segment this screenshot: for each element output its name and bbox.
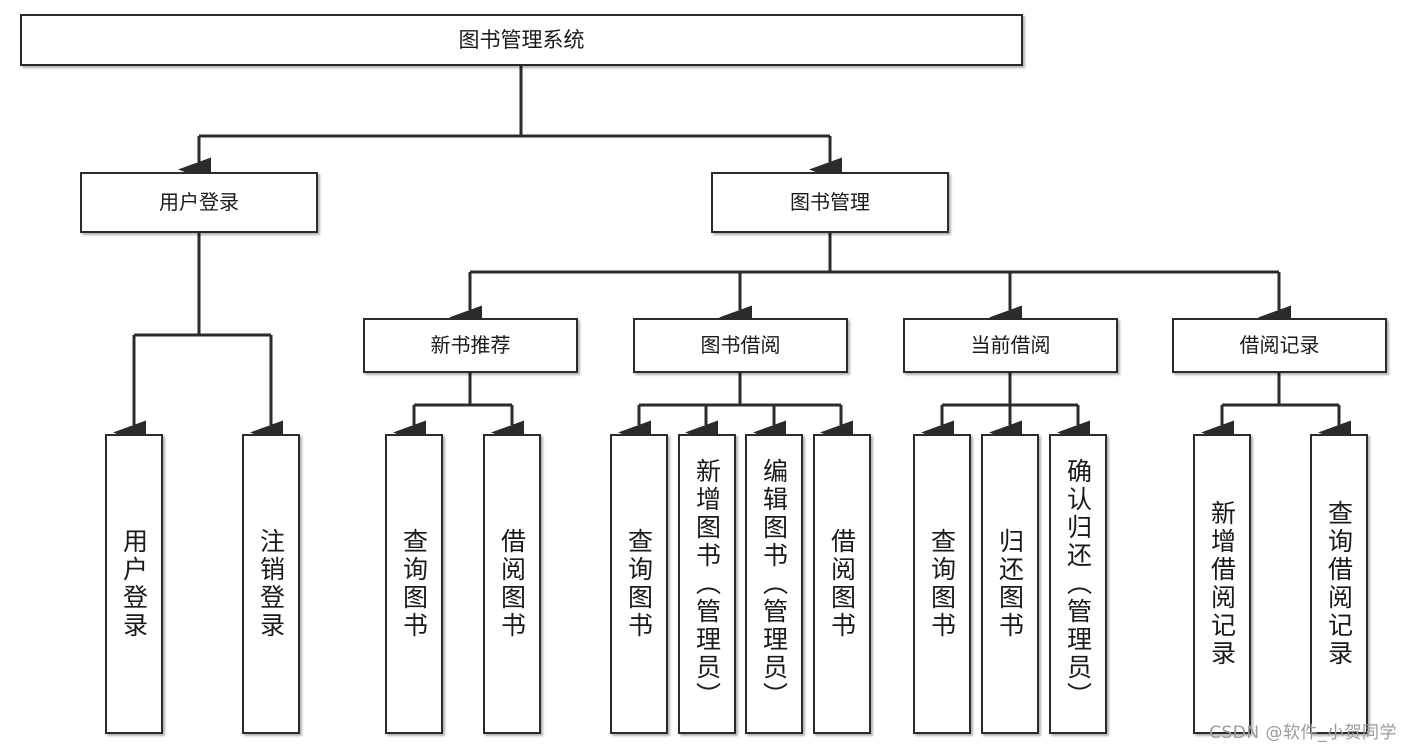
leaf-user-login-logout[interactable]: 注销登录 bbox=[242, 434, 300, 734]
node-user-login[interactable]: 用户登录 bbox=[80, 172, 318, 233]
node-label: 借阅图书 bbox=[497, 528, 527, 640]
node-borrow-record[interactable]: 借阅记录 bbox=[1172, 318, 1387, 373]
node-label: 用户登录 bbox=[119, 528, 149, 640]
node-label: 新书推荐 bbox=[430, 333, 511, 357]
node-label: 归还图书 bbox=[995, 528, 1025, 640]
node-label: 图书管理系统 bbox=[458, 27, 585, 52]
leaf-current-query-book[interactable]: 查询图书 bbox=[913, 434, 971, 734]
node-label: 查询借阅记录 bbox=[1324, 500, 1354, 668]
node-label: 借阅图书 bbox=[827, 528, 857, 640]
node-root-book-management-system[interactable]: 图书管理系统 bbox=[20, 14, 1023, 66]
node-label: 用户登录 bbox=[159, 190, 239, 214]
node-label: 查询图书 bbox=[624, 528, 654, 640]
leaf-borrow-query-book[interactable]: 查询图书 bbox=[610, 434, 668, 734]
node-label: 注销登录 bbox=[256, 528, 286, 640]
leaf-record-query-borrow-record[interactable]: 查询借阅记录 bbox=[1310, 434, 1368, 734]
node-label: 图书借阅 bbox=[700, 333, 781, 357]
node-label: 新增图书（管理员） bbox=[692, 458, 722, 710]
node-current-borrow[interactable]: 当前借阅 bbox=[903, 318, 1118, 373]
node-book-borrow[interactable]: 图书借阅 bbox=[633, 318, 848, 373]
leaf-current-return-book[interactable]: 归还图书 bbox=[981, 434, 1039, 734]
leaf-record-add-borrow-record[interactable]: 新增借阅记录 bbox=[1193, 434, 1251, 734]
node-label: 确认归还（管理员） bbox=[1063, 458, 1093, 710]
node-label: 图书管理 bbox=[790, 190, 870, 214]
node-label: 新增借阅记录 bbox=[1207, 500, 1237, 668]
leaf-borrow-borrow-book[interactable]: 借阅图书 bbox=[813, 434, 871, 734]
node-label: 查询图书 bbox=[927, 528, 957, 640]
leaf-current-confirm-return-admin[interactable]: 确认归还（管理员） bbox=[1049, 434, 1107, 734]
node-book-management[interactable]: 图书管理 bbox=[711, 172, 949, 233]
leaf-new-book-borrow-book[interactable]: 借阅图书 bbox=[483, 434, 541, 734]
node-label: 编辑图书（管理员） bbox=[759, 458, 789, 710]
node-label: 当前借阅 bbox=[970, 333, 1051, 357]
node-label: 查询图书 bbox=[399, 528, 429, 640]
leaf-new-book-query-book[interactable]: 查询图书 bbox=[385, 434, 443, 734]
node-new-book-recommend[interactable]: 新书推荐 bbox=[363, 318, 578, 373]
leaf-borrow-add-book-admin[interactable]: 新增图书（管理员） bbox=[678, 434, 736, 734]
leaf-borrow-edit-book-admin[interactable]: 编辑图书（管理员） bbox=[745, 434, 803, 734]
leaf-user-login-login[interactable]: 用户登录 bbox=[105, 434, 163, 734]
node-label: 借阅记录 bbox=[1239, 333, 1320, 357]
